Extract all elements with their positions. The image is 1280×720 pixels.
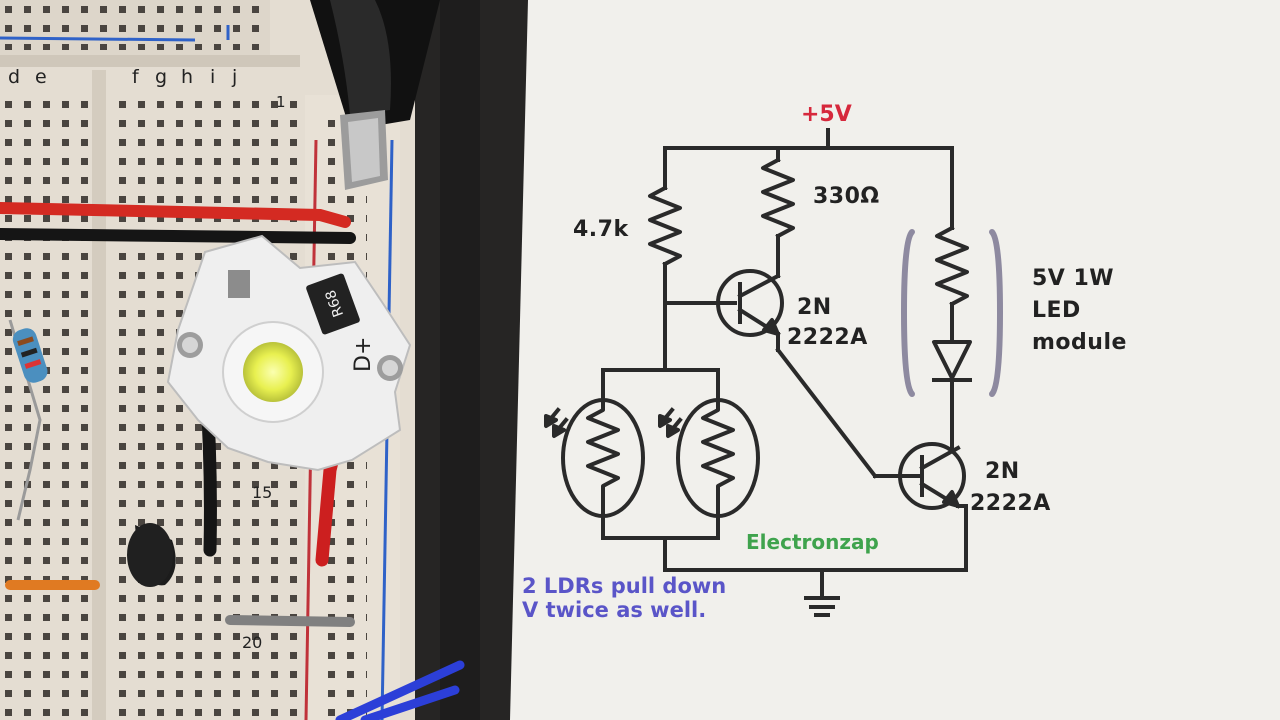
column-label-d: d <box>8 66 21 88</box>
alligator-clip <box>310 0 440 190</box>
led-module-label-line1: 5V 1W <box>1032 266 1115 291</box>
credit-label: Electronzap <box>746 530 879 554</box>
led-diode <box>932 340 972 380</box>
q2-label-line2: 2222A <box>970 491 1051 516</box>
q1-label-line1: 2N <box>797 295 832 320</box>
led-module-label-line3: module <box>1032 330 1127 355</box>
resistor-330 <box>761 157 795 239</box>
column-label-f: f <box>132 66 139 88</box>
schematic <box>544 128 972 617</box>
resistor-led-module <box>935 225 969 307</box>
column-label-i: i <box>210 66 216 88</box>
column-label-e: e <box>35 66 47 88</box>
note-line1: 2 LDRs pull down <box>522 574 727 598</box>
resistor-label-330: 330Ω <box>813 184 880 209</box>
q1-label-line2: 2222A <box>787 325 868 350</box>
to92-transistor <box>127 523 176 587</box>
led-module-label-line2: LED <box>1032 298 1081 323</box>
led-polarity-mark: D+ <box>351 337 376 372</box>
transistor-q2 <box>898 442 966 510</box>
led-star-board: R68 D+ <box>166 234 412 472</box>
resistor-4k7 <box>648 185 682 267</box>
row-label-20: 20 <box>242 633 263 652</box>
note-line2: V twice as well. <box>522 598 707 622</box>
row-label-1: 1 <box>276 93 286 111</box>
column-label-j: j <box>232 66 238 88</box>
through-hole-resistor <box>8 319 48 521</box>
q2-label-line1: 2N <box>985 459 1020 484</box>
resistor-label-4k7: 4.7k <box>573 217 629 242</box>
transistor-q1 <box>716 269 784 337</box>
column-label-g: g <box>155 66 168 88</box>
led-module-bracket <box>900 229 1004 397</box>
supply-label: +5V <box>801 102 852 127</box>
row-label-15: 15 <box>252 483 273 502</box>
column-label-h: h <box>181 66 194 88</box>
